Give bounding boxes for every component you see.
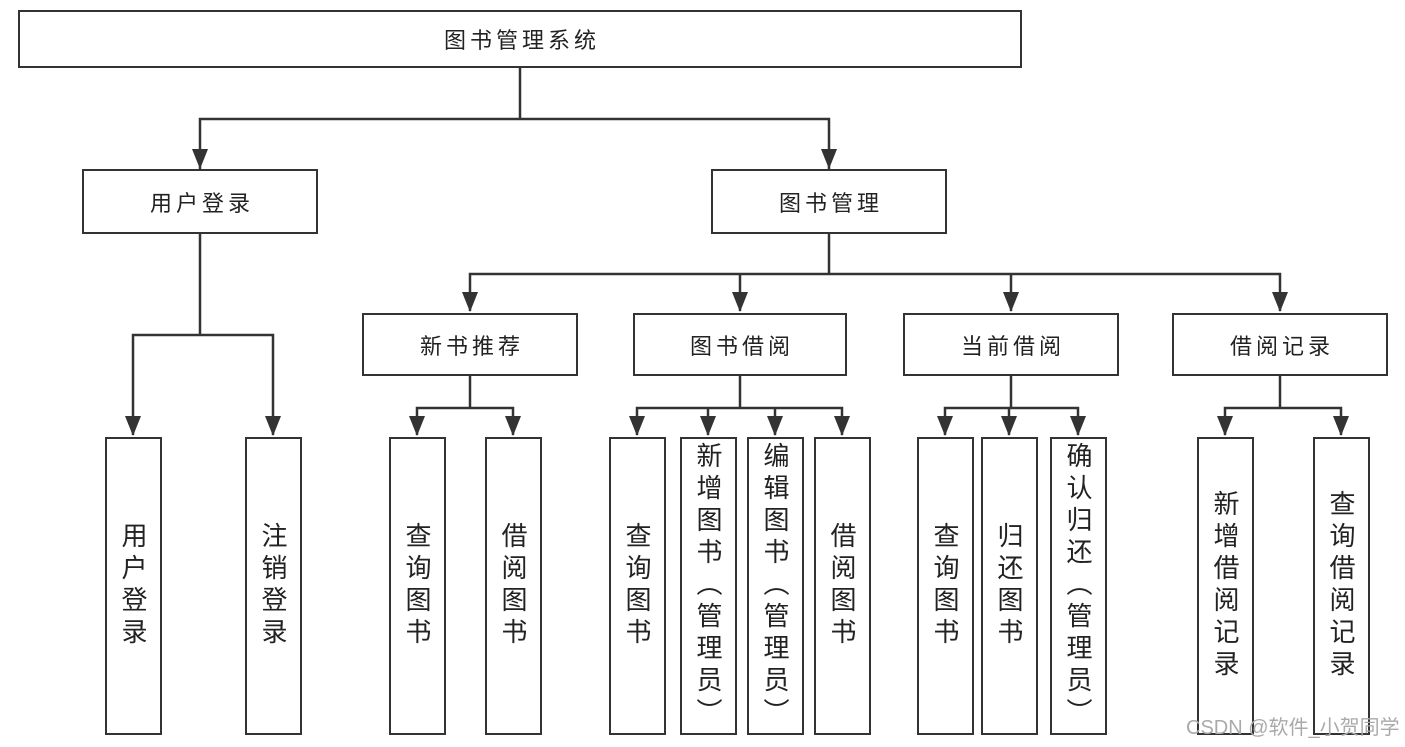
node-borrow-books-recommend: 借阅图书 [484, 437, 542, 735]
node-borrow-books-recommend-label: 借阅图书 [498, 522, 528, 650]
node-book-management: 图书管理 [711, 169, 947, 234]
node-book-management-label: 图书管理 [778, 190, 883, 216]
node-user-login-label: 用户登录 [149, 190, 254, 216]
node-current-borrowing-label: 当前借阅 [960, 333, 1065, 359]
node-edit-books-admin-label: 编辑图书（管理员） [760, 442, 790, 730]
node-return-books: 归还图书 [980, 437, 1038, 735]
node-query-borrowing-record: 查询借阅记录 [1312, 437, 1370, 735]
node-query-books-recommend-label: 查询图书 [402, 522, 432, 650]
node-user-login: 用户登录 [82, 169, 318, 234]
node-add-books-admin: 新增图书（管理员） [679, 437, 737, 735]
node-add-books-admin-label: 新增图书（管理员） [693, 442, 723, 730]
node-query-books-borrowing: 查询图书 [608, 437, 666, 735]
node-user-login-action: 用户登录 [104, 437, 162, 735]
node-borrowing-records: 借阅记录 [1172, 313, 1388, 376]
node-logout-action: 注销登录 [244, 437, 302, 735]
node-user-login-action-label: 用户登录 [118, 522, 148, 650]
node-edit-books-admin: 编辑图书（管理员） [746, 437, 804, 735]
node-borrow-books-borrowing: 借阅图书 [813, 437, 871, 735]
node-logout-action-label: 注销登录 [258, 522, 288, 650]
node-book-borrowing-label: 图书借阅 [689, 333, 794, 359]
node-library-system: 图书管理系统 [18, 10, 1022, 68]
node-library-system-label: 图书管理系统 [443, 28, 600, 53]
node-query-borrowing-record-label: 查询借阅记录 [1326, 490, 1356, 682]
node-confirm-return-admin-label: 确认归还（管理员） [1063, 442, 1093, 730]
node-query-books-current: 查询图书 [916, 437, 974, 735]
node-current-borrowing: 当前借阅 [903, 313, 1119, 376]
node-query-books-recommend: 查询图书 [388, 437, 446, 735]
node-query-books-current-label: 查询图书 [930, 522, 960, 650]
node-new-book-recommendation-label: 新书推荐 [419, 333, 524, 359]
node-confirm-return-admin: 确认归还（管理员） [1049, 437, 1107, 735]
node-borrowing-records-label: 借阅记录 [1229, 333, 1334, 359]
node-new-book-recommendation: 新书推荐 [362, 313, 578, 376]
node-add-borrowing-record: 新增借阅记录 [1196, 437, 1254, 735]
node-add-borrowing-record-label: 新增借阅记录 [1210, 490, 1240, 682]
node-book-borrowing: 图书借阅 [633, 313, 847, 376]
node-query-books-borrowing-label: 查询图书 [622, 522, 652, 650]
node-borrow-books-borrowing-label: 借阅图书 [827, 522, 857, 650]
node-return-books-label: 归还图书 [994, 522, 1024, 650]
